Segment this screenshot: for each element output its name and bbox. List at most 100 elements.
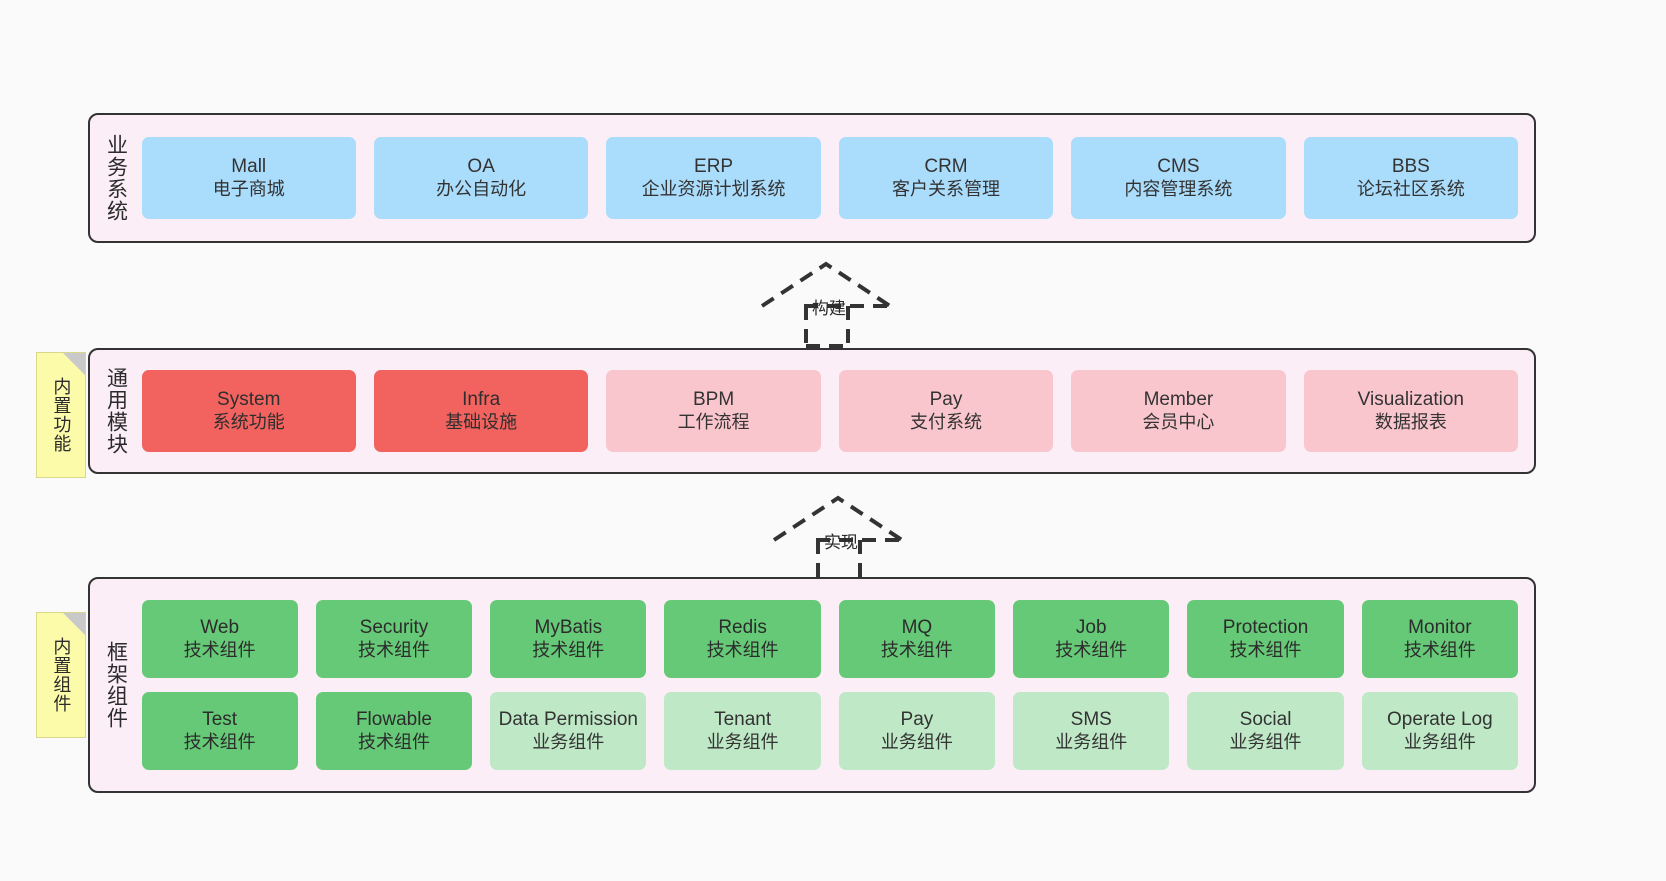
card-title-cn: 技术组件 bbox=[880, 639, 953, 660]
card-title-en: Social bbox=[1239, 709, 1292, 731]
card-protection[interactable]: Protection 技术组件 bbox=[1187, 600, 1344, 678]
card-title-cn: 技术组件 bbox=[183, 731, 256, 752]
card-title-en: Pay bbox=[900, 709, 934, 731]
card-bbs[interactable]: BBS 论坛社区系统 bbox=[1303, 137, 1519, 219]
card-operate-log[interactable]: Operate Log 业务组件 bbox=[1361, 692, 1519, 770]
card-social[interactable]: Social 业务组件 bbox=[1187, 692, 1344, 770]
card-title-en: CRM bbox=[924, 156, 968, 178]
card-title-en: MQ bbox=[901, 617, 933, 639]
card-title-en: Operate Log bbox=[1387, 709, 1493, 731]
card-system[interactable]: System 系统功能 bbox=[141, 370, 356, 452]
card-title-cn: 技术组件 bbox=[357, 731, 430, 752]
card-sms[interactable]: SMS 业务组件 bbox=[1013, 692, 1170, 770]
card-title-en: System bbox=[217, 389, 281, 411]
card-title-cn: 业务组件 bbox=[532, 731, 605, 752]
card-cms[interactable]: CMS 内容管理系统 bbox=[1071, 137, 1286, 219]
card-title-en: MyBatis bbox=[534, 617, 603, 639]
card-title-en: Tenant bbox=[714, 709, 772, 731]
card-title-cn: 企业资源计划系统 bbox=[641, 178, 786, 199]
layer-title-framework-component: 框架组件 bbox=[104, 641, 128, 729]
card-title-en: Job bbox=[1075, 617, 1107, 639]
card-member[interactable]: Member 会员中心 bbox=[1071, 370, 1286, 452]
card-row: Web 技术组件 Security 技术组件 MyBatis 技术组件 Redi… bbox=[141, 600, 1519, 678]
card-title-en: OA bbox=[467, 156, 495, 178]
card-infra[interactable]: Infra 基础设施 bbox=[373, 370, 589, 452]
card-title-en: CMS bbox=[1157, 156, 1200, 178]
layer-body-business-system: Mall 电子商城 OA 办公自动化 ERP 企业资源计划系统 CRM 客户关系… bbox=[136, 115, 1534, 241]
layer-business-system[interactable]: 业务系统 Mall 电子商城 OA 办公自动化 ERP 企业资源计划系统 CRM… bbox=[88, 113, 1536, 243]
card-title-en: Security bbox=[359, 617, 429, 639]
card-title-en: Monitor bbox=[1408, 617, 1472, 639]
connector-label-implement: 实现 bbox=[824, 533, 858, 552]
layer-body-framework-component: Web 技术组件 Security 技术组件 MyBatis 技术组件 Redi… bbox=[136, 579, 1534, 791]
card-title-en: Mall bbox=[231, 156, 267, 178]
sticky-note-label: 内置功能 bbox=[51, 377, 72, 453]
card-job[interactable]: Job 技术组件 bbox=[1013, 600, 1170, 678]
connector-label-build: 构建 bbox=[812, 299, 846, 318]
card-title-en: Test bbox=[202, 709, 238, 731]
card-oa[interactable]: OA 办公自动化 bbox=[373, 137, 589, 219]
sticky-note-builtin-function[interactable]: 内置功能 bbox=[36, 352, 86, 478]
card-title-cn: 业务组件 bbox=[1403, 731, 1476, 752]
card-title-en: Flowable bbox=[355, 709, 432, 731]
card-title-cn: 业务组件 bbox=[706, 731, 779, 752]
card-mybatis[interactable]: MyBatis 技术组件 bbox=[490, 600, 647, 678]
card-pay[interactable]: Pay 支付系统 bbox=[838, 370, 1054, 452]
card-title-cn: 电子商城 bbox=[212, 178, 285, 199]
card-pay-component[interactable]: Pay 业务组件 bbox=[838, 692, 996, 770]
card-title-cn: 业务组件 bbox=[1229, 731, 1302, 752]
card-title-cn: 系统功能 bbox=[212, 411, 285, 432]
card-redis[interactable]: Redis 技术组件 bbox=[664, 600, 821, 678]
layer-framework-component[interactable]: 框架组件 Web 技术组件 Security 技术组件 MyBatis 技术组件… bbox=[88, 577, 1536, 793]
layer-common-module[interactable]: 通用模块 System 系统功能 Infra 基础设施 BPM 工作流程 Pay… bbox=[88, 348, 1536, 474]
card-web[interactable]: Web 技术组件 bbox=[141, 600, 298, 678]
layer-title-business-system: 业务系统 bbox=[104, 134, 128, 222]
card-title-en: Protection bbox=[1222, 617, 1309, 639]
card-title-en: Visualization bbox=[1357, 389, 1464, 411]
card-title-cn: 支付系统 bbox=[909, 411, 982, 432]
connector-implement: 实现 bbox=[772, 492, 912, 582]
card-visualization[interactable]: Visualization 数据报表 bbox=[1303, 370, 1519, 452]
card-title-en: Web bbox=[200, 617, 240, 639]
card-title-en: BPM bbox=[692, 389, 735, 411]
card-title-cn: 客户关系管理 bbox=[891, 178, 1000, 199]
card-row: Test 技术组件 Flowable 技术组件 Data Permission … bbox=[141, 692, 1519, 770]
card-bpm[interactable]: BPM 工作流程 bbox=[606, 370, 821, 452]
card-title-cn: 业务组件 bbox=[880, 731, 953, 752]
page-fold-icon bbox=[63, 613, 85, 635]
card-test[interactable]: Test 技术组件 bbox=[141, 692, 298, 770]
card-title-en: SMS bbox=[1070, 709, 1112, 731]
card-title-en: Infra bbox=[462, 389, 501, 411]
card-title-cn: 办公自动化 bbox=[436, 178, 527, 199]
card-title-cn: 会员中心 bbox=[1142, 411, 1215, 432]
card-mall[interactable]: Mall 电子商城 bbox=[141, 137, 356, 219]
card-flowable[interactable]: Flowable 技术组件 bbox=[315, 692, 473, 770]
card-title-cn: 业务组件 bbox=[1055, 731, 1128, 752]
card-title-cn: 论坛社区系统 bbox=[1356, 178, 1465, 199]
card-data-permission[interactable]: Data Permission 业务组件 bbox=[490, 692, 647, 770]
card-title-cn: 技术组件 bbox=[1229, 639, 1302, 660]
card-monitor[interactable]: Monitor 技术组件 bbox=[1361, 600, 1519, 678]
sticky-note-builtin-component[interactable]: 内置组件 bbox=[36, 612, 86, 738]
card-erp[interactable]: ERP 企业资源计划系统 bbox=[606, 137, 821, 219]
card-title-cn: 技术组件 bbox=[183, 639, 256, 660]
card-row: System 系统功能 Infra 基础设施 BPM 工作流程 Pay 支付系统… bbox=[141, 370, 1519, 452]
card-row: Mall 电子商城 OA 办公自动化 ERP 企业资源计划系统 CRM 客户关系… bbox=[141, 137, 1519, 219]
layer-body-common-module: System 系统功能 Infra 基础设施 BPM 工作流程 Pay 支付系统… bbox=[136, 350, 1534, 472]
card-title-cn: 技术组件 bbox=[1055, 639, 1128, 660]
card-title-en: Data Permission bbox=[498, 709, 638, 731]
card-title-cn: 技术组件 bbox=[532, 639, 605, 660]
card-title-cn: 数据报表 bbox=[1374, 411, 1447, 432]
card-title-en: Pay bbox=[929, 389, 963, 411]
layer-title-common-module: 通用模块 bbox=[104, 367, 128, 455]
card-title-en: ERP bbox=[694, 156, 734, 178]
card-title-cn: 技术组件 bbox=[1403, 639, 1476, 660]
card-mq[interactable]: MQ 技术组件 bbox=[838, 600, 996, 678]
sticky-note-label: 内置组件 bbox=[51, 637, 72, 713]
card-title-en: Redis bbox=[718, 617, 767, 639]
card-title-cn: 内容管理系统 bbox=[1124, 178, 1233, 199]
card-crm[interactable]: CRM 客户关系管理 bbox=[838, 137, 1054, 219]
card-tenant[interactable]: Tenant 业务组件 bbox=[664, 692, 821, 770]
card-title-cn: 技术组件 bbox=[706, 639, 779, 660]
card-security[interactable]: Security 技术组件 bbox=[315, 600, 473, 678]
